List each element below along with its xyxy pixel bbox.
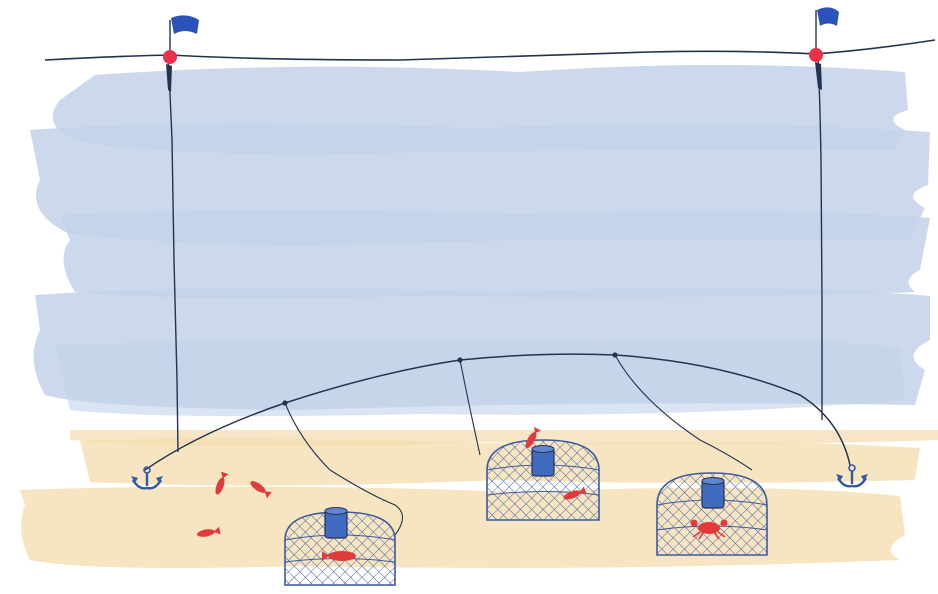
blue-flag-icon [171, 15, 199, 34]
branch-knot-left [282, 400, 288, 406]
red-buoy-icon [163, 50, 177, 64]
crab-icon [690, 519, 728, 540]
fish-icon [250, 481, 272, 499]
left-buoy [163, 15, 199, 92]
trap-right [656, 472, 768, 556]
anchor-icon [131, 466, 163, 490]
branch-knot-right [612, 352, 618, 358]
fish-icon [215, 471, 229, 495]
ground-line [144, 353, 851, 471]
anchor-icon [836, 464, 868, 488]
surface-rope [44, 39, 936, 61]
trap-left [284, 507, 396, 586]
branch-line-right [614, 354, 753, 471]
blue-flag-icon [817, 7, 839, 26]
right-buoy [809, 7, 839, 90]
red-buoy-icon [809, 48, 823, 62]
fish-icon [322, 551, 356, 561]
fish-icon [563, 486, 587, 500]
branch-line-left [284, 402, 404, 536]
branch-knot-middle [457, 357, 463, 363]
loose-fish [197, 471, 272, 537]
fish-icon [197, 526, 221, 537]
shrimp-icon [525, 426, 541, 448]
branch-line-middle [459, 359, 481, 456]
water-background [30, 65, 931, 417]
trap-middle [486, 426, 600, 521]
